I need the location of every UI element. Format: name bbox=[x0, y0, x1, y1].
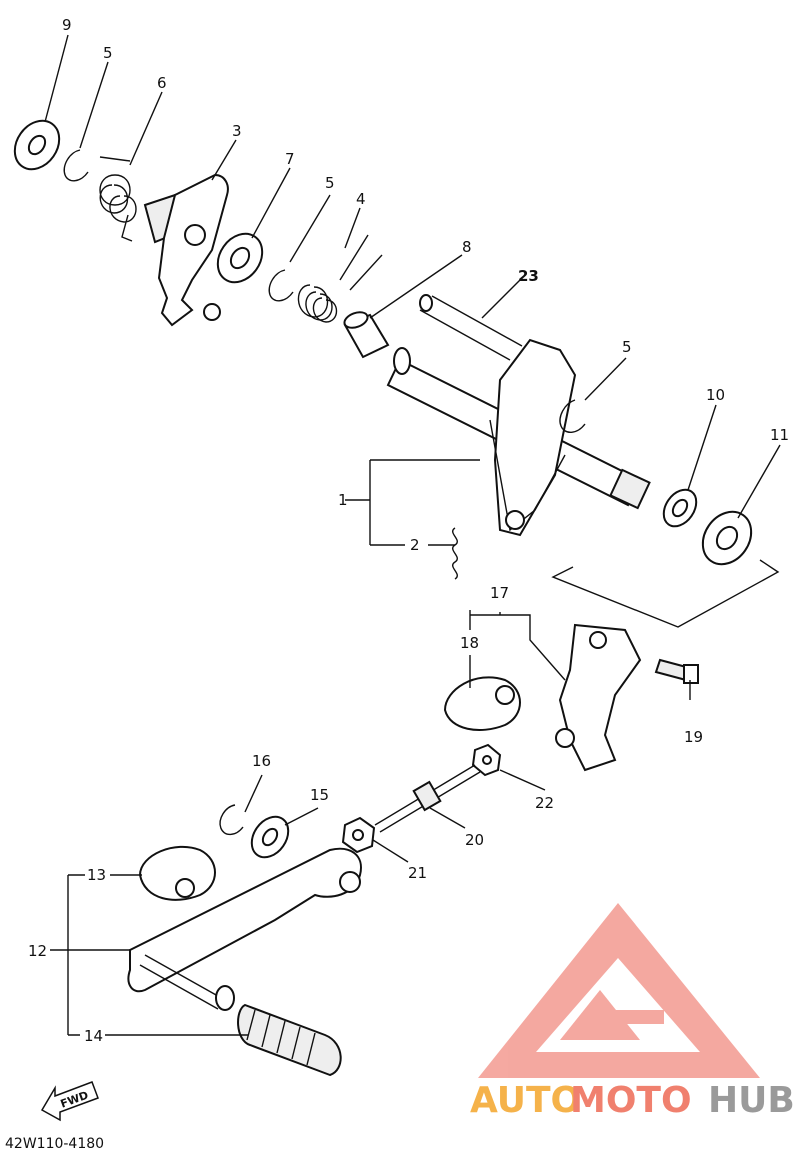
part-17-shift-arm bbox=[555, 623, 642, 772]
callout-22: 22 bbox=[535, 794, 554, 812]
part-20-rod bbox=[374, 764, 481, 833]
callout-2: 2 bbox=[410, 536, 420, 554]
part-14-rubber bbox=[237, 1003, 342, 1077]
callout-18: 18 bbox=[460, 634, 479, 652]
part-5-circlip-a bbox=[63, 149, 89, 182]
callout-14: 14 bbox=[84, 1027, 103, 1045]
callout-23: 23 bbox=[518, 267, 539, 285]
part-7-washer bbox=[216, 232, 264, 284]
part-23-pin bbox=[419, 294, 523, 361]
part-2-spring bbox=[452, 527, 458, 580]
part-16-circlip bbox=[219, 804, 244, 836]
callout-15: 15 bbox=[310, 786, 329, 804]
part-1-shift-shaft bbox=[386, 338, 651, 537]
callout-20: 20 bbox=[465, 831, 484, 849]
assembly-guide-line bbox=[551, 559, 780, 628]
callout-12: 12 bbox=[28, 942, 47, 960]
watermark-text: AUTO MOTO HUB bbox=[470, 1080, 795, 1121]
watermark-moto: MOTO bbox=[570, 1080, 692, 1121]
callout-19: 19 bbox=[684, 728, 703, 746]
fwd-arrow-icon: FWD bbox=[40, 1081, 99, 1122]
part-4-spring bbox=[297, 234, 383, 323]
part-19-bolt bbox=[654, 658, 699, 684]
part-21-nut bbox=[341, 816, 376, 854]
watermark-hub: HUB bbox=[708, 1080, 795, 1121]
part-6-spring bbox=[99, 156, 137, 242]
callout-4: 4 bbox=[356, 190, 366, 208]
callout-7: 7 bbox=[285, 150, 295, 168]
part-12-shift-pedal bbox=[127, 847, 362, 1011]
part-5-circlip-b bbox=[268, 269, 294, 302]
callout-11: 11 bbox=[770, 426, 789, 444]
diagram-code: 42W110-4180 bbox=[5, 1136, 104, 1152]
callout-1: 1 bbox=[338, 491, 348, 509]
part-9-washer bbox=[13, 119, 61, 171]
part-15-washer bbox=[250, 815, 290, 859]
part-5-circlip-c bbox=[559, 399, 586, 433]
callout-5: 5 bbox=[103, 44, 113, 62]
part-10-washer bbox=[662, 488, 698, 528]
callout-6: 6 bbox=[157, 74, 167, 92]
callout-3: 3 bbox=[232, 122, 242, 140]
leader-lines bbox=[44, 34, 781, 1036]
callout-9: 9 bbox=[62, 16, 72, 34]
callout-13: 13 bbox=[87, 866, 106, 884]
callout-16: 16 bbox=[252, 752, 271, 770]
part-8-collar bbox=[343, 311, 390, 359]
part-18-joint bbox=[443, 676, 521, 731]
callout-21: 21 bbox=[408, 864, 427, 882]
callout-labels: 9 5 6 3 7 5 4 8 23 5 10 11 1 2 17 18 19 … bbox=[28, 16, 789, 1045]
callout-17: 17 bbox=[490, 584, 509, 602]
callout-5: 5 bbox=[325, 174, 335, 192]
callout-5: 5 bbox=[622, 338, 632, 356]
watermark-logo bbox=[478, 903, 760, 1078]
part-22-nut bbox=[471, 743, 502, 777]
part-11-oil-seal bbox=[701, 510, 753, 566]
callout-8: 8 bbox=[462, 238, 472, 256]
part-13-joint bbox=[138, 845, 216, 901]
part-3-shift-arm bbox=[143, 173, 229, 327]
watermark-auto: AUTO bbox=[470, 1080, 581, 1121]
callout-10: 10 bbox=[706, 386, 725, 404]
